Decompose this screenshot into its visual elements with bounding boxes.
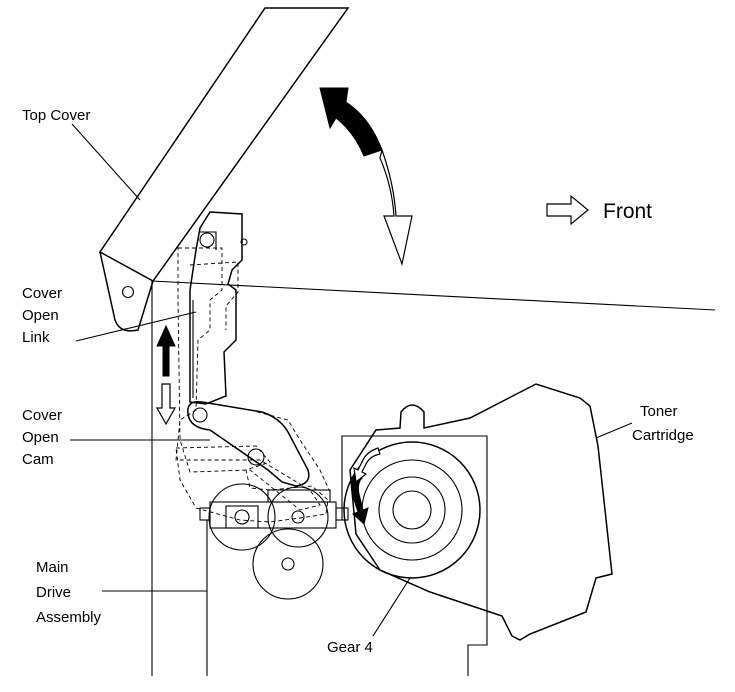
label-cover-open-link-line-3: Link — [22, 329, 50, 346]
label-cover-open-link-line-1: Cover — [22, 285, 62, 302]
leader-gear-4 — [372, 577, 411, 637]
label-cover-open-cam: Cover Open Cam — [22, 407, 66, 468]
frame-top-line — [151, 280, 716, 311]
leader-top-cover — [71, 123, 141, 201]
label-cover-open-link: Cover Open Link — [22, 285, 66, 346]
label-cover-open-cam-line-1: Cover — [22, 407, 62, 424]
cover-open-cam — [187, 401, 331, 493]
label-top-cover: Top Cover — [22, 107, 90, 124]
label-toner-cartridge: Toner Cartridge — [632, 403, 694, 444]
main-drive-gears — [199, 483, 349, 600]
label-toner-cartridge-line-2: Cartridge — [632, 427, 694, 444]
cover-open-link — [175, 211, 321, 511]
leader-toner-cartridge — [595, 422, 633, 439]
label-cover-open-link-line-2: Open — [22, 307, 59, 324]
drive-dashed-plate — [175, 445, 329, 523]
front-arrow-icon — [546, 194, 589, 226]
label-main-drive-assembly: Main Drive Assembly — [36, 559, 102, 626]
label-cover-open-cam-line-2: Open — [22, 429, 59, 446]
leader-cover-open-link — [75, 311, 197, 342]
label-main-drive-line-3: Assembly — [36, 609, 102, 626]
label-main-drive-line-2: Drive — [36, 584, 71, 601]
label-main-drive-line-1: Main — [36, 559, 69, 576]
top-cover-rotation-arrow — [319, 87, 413, 267]
gear-rotation-arrows — [350, 447, 381, 525]
top-cover — [98, 7, 350, 332]
link-movement-arrows — [155, 324, 177, 426]
label-cover-open-cam-line-3: Cam — [22, 451, 54, 468]
toner-cartridge — [343, 383, 613, 641]
cartridge-frame-line — [341, 435, 488, 676]
label-toner-cartridge-line-1: Toner — [640, 403, 678, 420]
label-front: Front — [603, 200, 652, 223]
label-gear-4: Gear 4 — [327, 639, 373, 656]
